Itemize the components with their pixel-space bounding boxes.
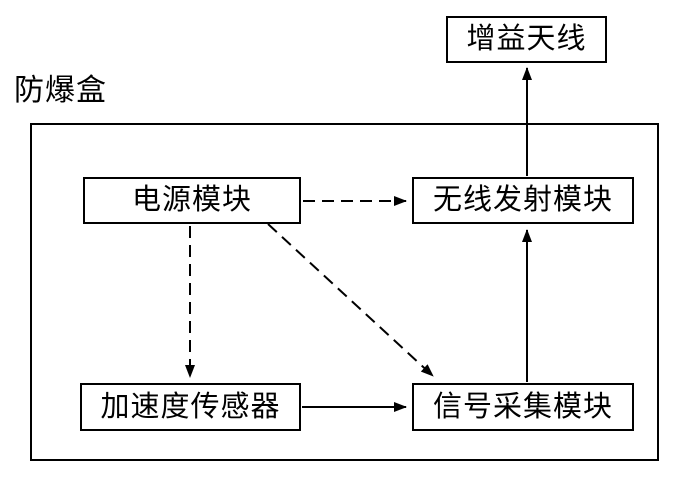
- node-signal-acquisition-module: 信号采集模块: [412, 383, 634, 431]
- node-power-module: 电源模块: [83, 177, 301, 224]
- node-gain-antenna: 增益天线: [446, 16, 607, 63]
- node-acceleration-sensor: 加速度传感器: [80, 383, 301, 431]
- explosion-proof-box-label: 防爆盒: [14, 74, 107, 107]
- explosion-proof-box-outline: [30, 123, 659, 461]
- node-wireless-transmit-module: 无线发射模块: [412, 177, 634, 224]
